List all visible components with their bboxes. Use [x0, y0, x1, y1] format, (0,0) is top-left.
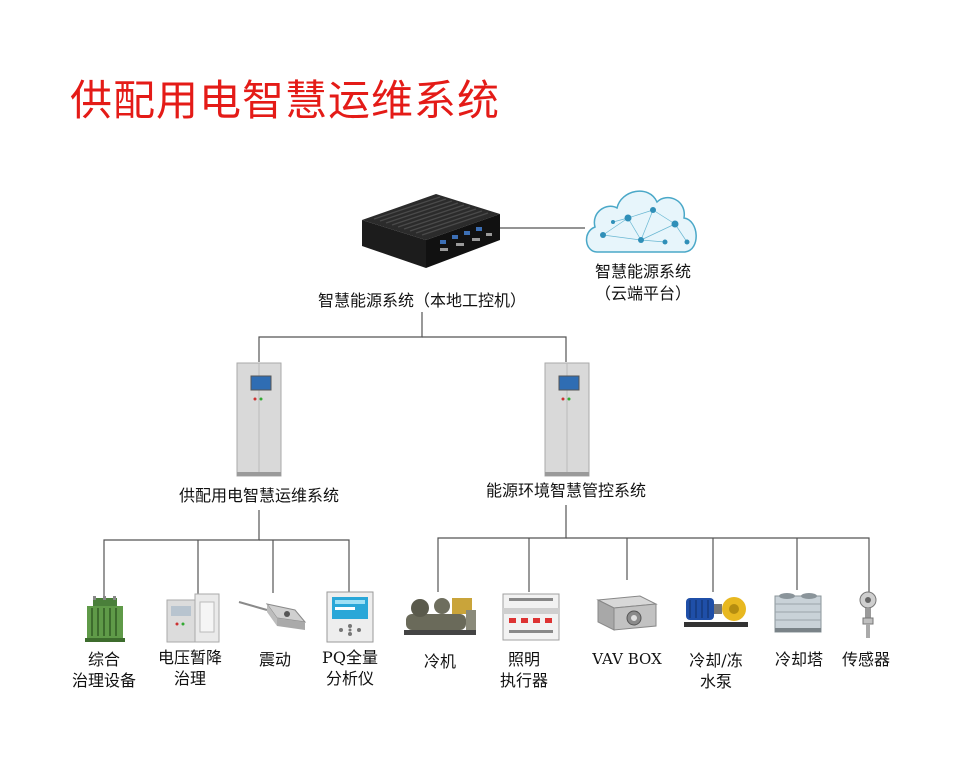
device-label-line1: 电压暂降: [157, 648, 223, 667]
device-label-line1: VAV BOX: [592, 650, 662, 668]
device-label-line2: 执行器: [499, 671, 549, 690]
device-label-line1: 冷却/冻: [689, 651, 743, 670]
device-label-line1: 传感器: [841, 650, 891, 669]
device-label-line1: PQ全量: [322, 648, 378, 667]
device-label-line2: 治理设备: [71, 671, 137, 690]
vav-box-icon: [596, 595, 658, 631]
lighting-actuator-icon: [502, 593, 560, 641]
transformer-icon: [85, 596, 125, 642]
right-subsystem-label: 能源环境智慧管控系统: [485, 481, 647, 500]
voltage-cabinet-icon: [166, 593, 220, 643]
device-label-line1: 综合: [87, 650, 121, 669]
cloud-label-line1: 智慧能源系统: [594, 262, 692, 281]
device-label-line2: 分析仪: [325, 669, 375, 688]
device-label-line2: 治理: [173, 669, 207, 688]
left-cabinet-icon: [236, 362, 282, 477]
center-node-label: 智慧能源系统（本地工控机）: [317, 291, 527, 310]
device-label-line1: 冷却塔: [774, 650, 824, 669]
chiller-icon: [404, 598, 476, 635]
cloud-icon: [585, 190, 697, 253]
vibration-sensor-icon: [238, 601, 307, 630]
sensor-icon: [859, 591, 877, 638]
pq-analyzer-icon: [326, 591, 374, 643]
right-cabinet-icon: [544, 362, 590, 477]
left-subsystem-label: 供配用电智慧运维系统: [178, 486, 340, 505]
device-label-line2: 水泵: [699, 672, 733, 691]
cooling-tower-icon: [774, 593, 822, 633]
device-label-line1: 冷机: [423, 652, 457, 671]
cloud-label-line2: （云端平台）: [594, 284, 692, 303]
industrial-pc-icon: [362, 194, 500, 268]
device-label-line1: 震动: [258, 650, 292, 669]
page-title: 供配用电智慧运维系统: [70, 76, 501, 125]
water-pump-icon: [684, 597, 748, 627]
device-label-line1: 照明: [507, 650, 541, 669]
